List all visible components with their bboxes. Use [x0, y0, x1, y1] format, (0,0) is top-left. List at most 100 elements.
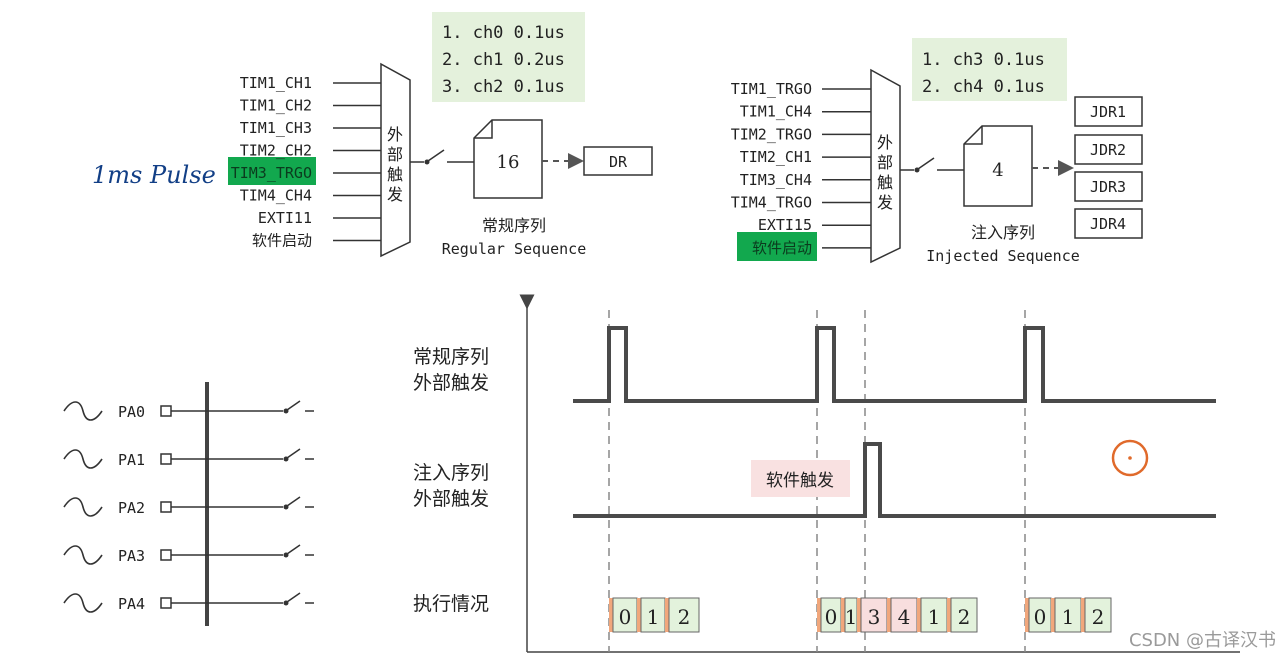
regular-sequence-block: 1. ch0 0.1us 2. ch1 0.2us 3. ch2 0.1us T…: [228, 12, 653, 258]
regular-channel-3: 3. ch2 0.1us: [442, 77, 565, 97]
exec-cell-marker: [947, 598, 951, 632]
exec-cell-marker: [887, 598, 891, 632]
regular-channel-2: 2. ch1 0.2us: [442, 50, 565, 70]
regular-trigger-waveform: [573, 326, 1216, 403]
injected-input-label: TIM2_TRGO: [731, 125, 812, 143]
jdr-registers: JDR1 JDR2 JDR3 JDR4: [1074, 96, 1143, 239]
exec-cell-label: 0: [1034, 605, 1047, 629]
exec-cell: [890, 597, 918, 633]
injected-input-label: 软件启动: [752, 239, 812, 257]
exec-cell: [668, 597, 700, 633]
injected-input-label: TIM1_TRGO: [731, 80, 812, 98]
regular-queue-count: 16: [497, 152, 520, 173]
regular-trigger-inputs: TIM1_CH1TIM1_CH2TIM1_CH3TIM2_CH2TIM3_TRG…: [231, 74, 381, 250]
pin-label: PA2: [118, 499, 145, 517]
injected-title-cn: 注入序列: [971, 223, 1035, 242]
software-trigger-bg: [751, 460, 850, 497]
injected-title-en: Injected Sequence: [926, 247, 1080, 265]
regular-mux-label-4: 发: [387, 185, 403, 204]
exec-cell-label: 1: [1062, 605, 1075, 629]
injected-input-label: EXTI15: [758, 216, 812, 234]
jdr-label-3: JDR3: [1090, 178, 1126, 196]
regular-mux: [380, 62, 411, 258]
injected-channel-list-bg: [912, 38, 1067, 101]
injected-mux: [870, 68, 901, 264]
exec-cell-marker: [841, 598, 845, 632]
injected-sequence-block: 1. ch3 0.1us 2. ch4 0.1us TIM1_TRGOTIM1_…: [731, 38, 1143, 265]
pin-terminal: [160, 597, 172, 609]
exec-cell-label: 1: [845, 605, 858, 629]
injected-mux-label-3: 触: [877, 173, 893, 192]
jdr-box-4: [1074, 208, 1143, 239]
regular-input-label: TIM4_CH4: [240, 187, 312, 205]
analog-signal-icon: [63, 593, 103, 613]
pin-label: PA0: [118, 403, 145, 421]
exec-cell: [1084, 597, 1112, 633]
regular-input-label: TIM1_CH1: [240, 74, 312, 92]
pin-label: PA1: [118, 451, 145, 469]
pin-terminal: [160, 405, 172, 417]
regular-mux-label-3: 触: [387, 165, 403, 184]
regular-dr-label: DR: [609, 153, 628, 171]
exec-cell-marker: [917, 598, 921, 632]
exec-cell-label: 1: [647, 605, 660, 629]
regular-input-label: TIM1_CH3: [240, 119, 312, 137]
pin-terminal: [160, 549, 172, 561]
exec-cell: [920, 597, 948, 633]
regular-input-label: TIM3_TRGO: [231, 164, 312, 182]
pin-label: PA4: [118, 595, 145, 613]
exec-cell-marker: [1081, 598, 1085, 632]
exec-cell-marker: [637, 598, 641, 632]
injected-trigger-waveform: [573, 442, 1216, 518]
regular-title-cn: 常规序列: [482, 216, 546, 235]
analog-signal-icon: [63, 497, 103, 517]
pin-switch-blade: [286, 544, 301, 555]
exec-cell-label: 2: [678, 605, 691, 629]
exec-cell-label: 3: [868, 605, 881, 629]
regular-highlight: [228, 157, 316, 185]
pin-label: PA3: [118, 547, 145, 565]
injected-highlight: [737, 232, 817, 261]
exec-cell-label: 4: [898, 605, 911, 629]
exec-cell-marker: [857, 598, 861, 632]
analog-signal-icon: [63, 545, 103, 565]
regular-queue-doc: [473, 119, 543, 199]
injected-channel-1: 1. ch3 0.1us: [922, 50, 1045, 70]
jdr-label-1: JDR1: [1090, 103, 1126, 121]
analog-signal-icon: [63, 401, 103, 421]
exec-cell-label: 0: [825, 605, 838, 629]
row-injected-label-1: 注入序列: [413, 462, 489, 484]
injected-mux-label-4: 发: [877, 193, 893, 212]
jdr-box-2: [1074, 134, 1143, 165]
regular-input-label: 软件启动: [252, 232, 312, 250]
jdr-box-1: [1074, 96, 1143, 127]
pin-terminal: [160, 501, 172, 513]
exec-cell-marker: [665, 598, 669, 632]
regular-mux-label-2: 部: [387, 145, 403, 164]
row-regular-label-1: 常规序列: [413, 346, 489, 368]
injected-input-label: TIM1_CH4: [740, 103, 812, 121]
exec-cell-marker: [609, 598, 613, 632]
exec-cell-marker: [1025, 598, 1029, 632]
pin-switch-blade: [286, 592, 301, 603]
exec-cell-marker: [817, 598, 821, 632]
injected-trigger-inputs: TIM1_TRGOTIM1_CH4TIM2_TRGOTIM2_CH1TIM3_C…: [731, 80, 871, 257]
software-trigger-label: 软件触发: [766, 471, 834, 491]
regular-channel-1: 1. ch0 0.1us: [442, 23, 565, 43]
injected-queue-doc: [963, 125, 1033, 207]
row-injected-label-2: 外部触发: [413, 488, 489, 510]
exec-cell-label: 1: [928, 605, 941, 629]
regular-input-label: EXTI11: [258, 209, 312, 227]
regular-input-label: TIM1_CH2: [240, 97, 312, 115]
row-exec-label: 执行情况: [413, 593, 489, 615]
exec-cell-label: 0: [619, 605, 632, 629]
exec-cell: [950, 597, 978, 633]
jdr-label-4: JDR4: [1090, 215, 1126, 233]
regular-input-label: TIM2_CH2: [240, 142, 312, 160]
injected-input-label: TIM2_CH1: [740, 148, 812, 166]
exec-cell: [860, 597, 888, 633]
jdr-label-2: JDR2: [1090, 141, 1126, 159]
